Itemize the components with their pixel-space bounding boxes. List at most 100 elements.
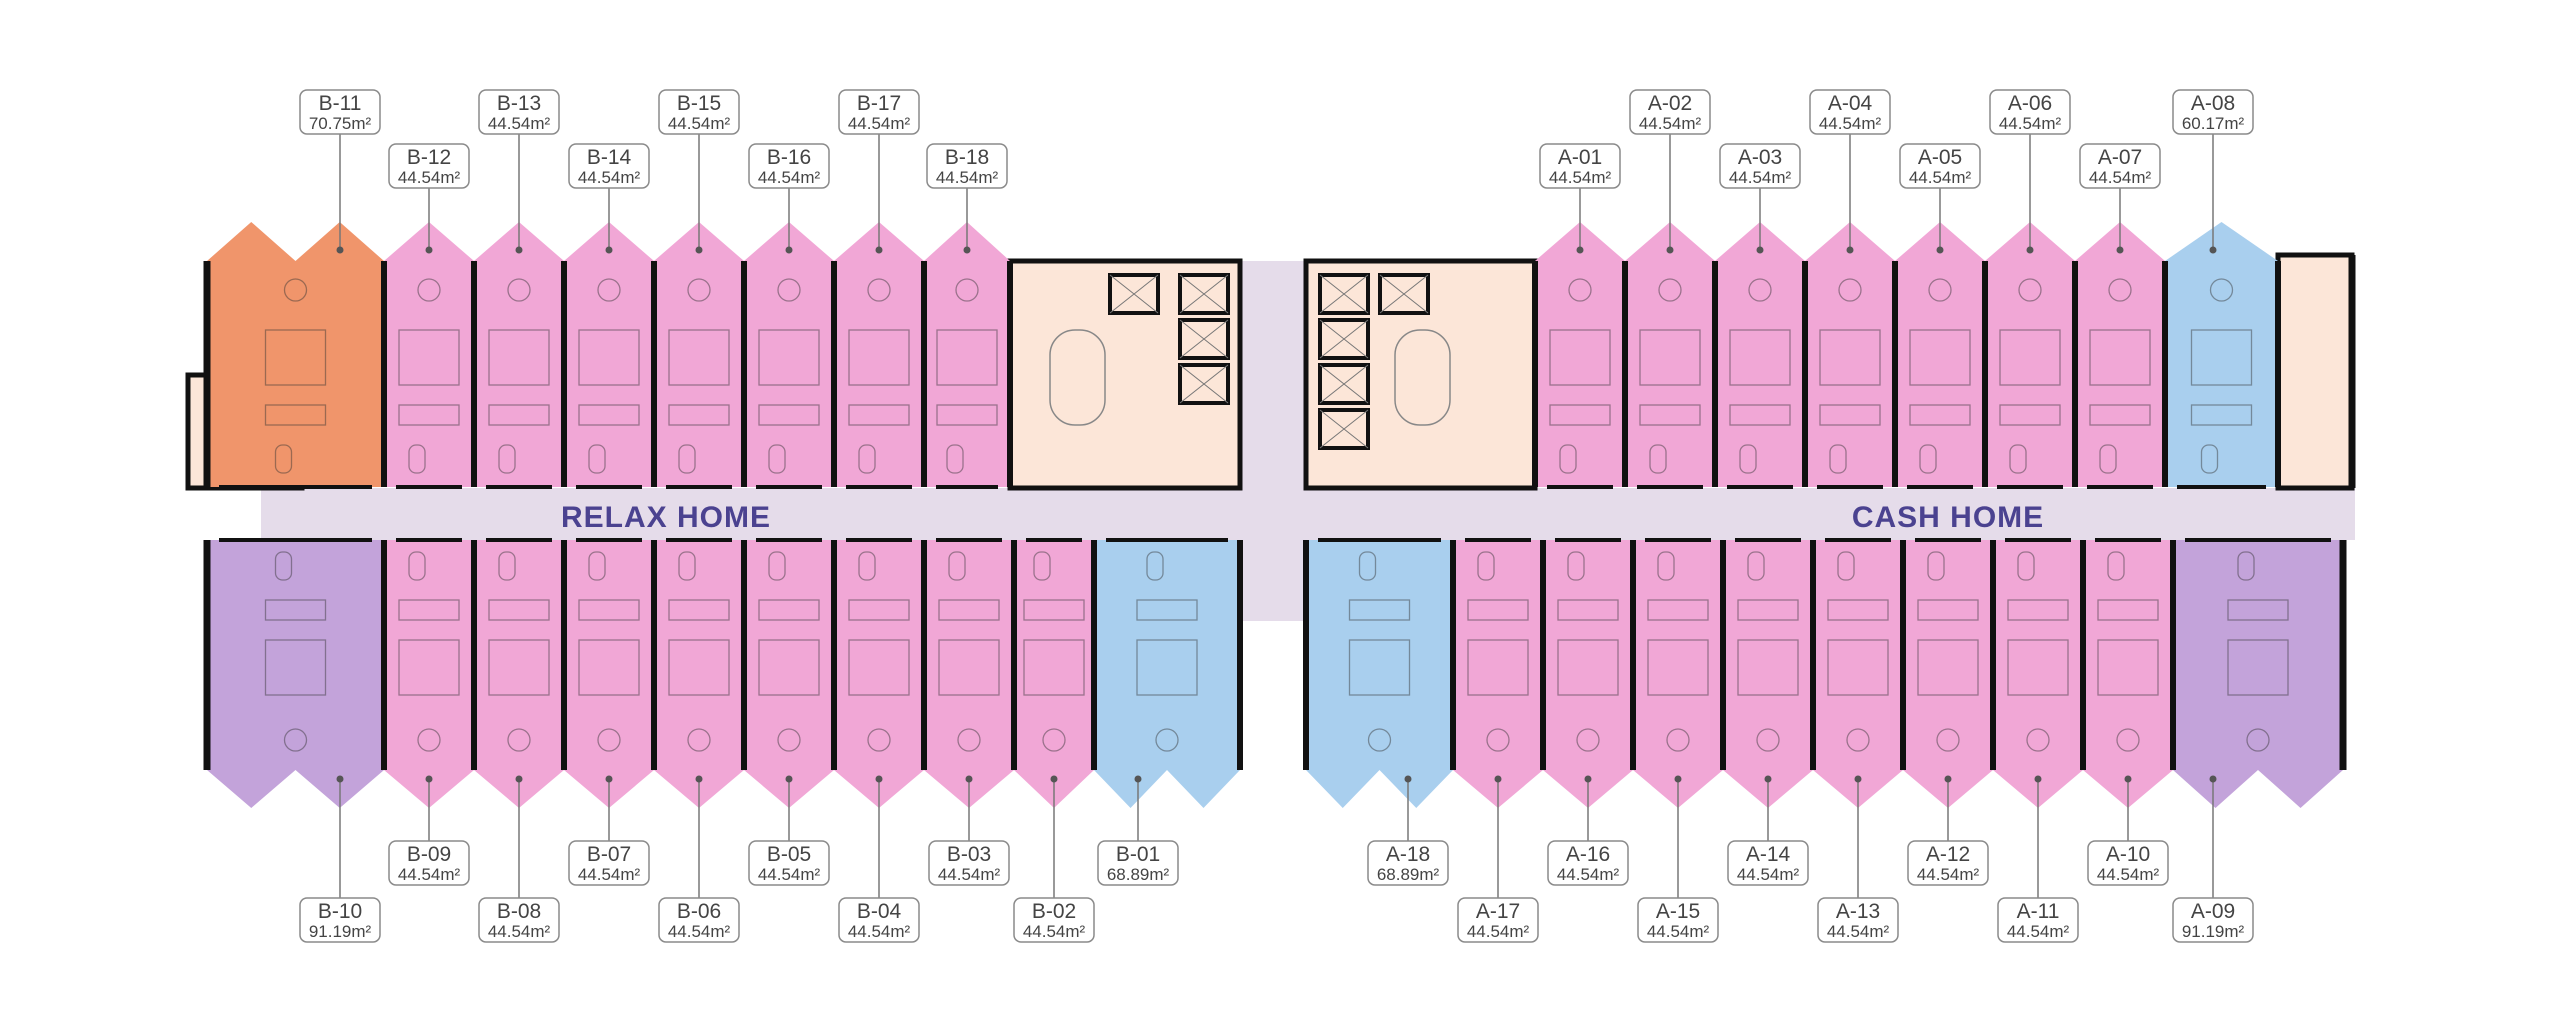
unit-area-text: 44.54m²	[488, 922, 551, 941]
unit-a-08[interactable]	[2165, 222, 2278, 487]
unit-b-09[interactable]	[384, 540, 474, 808]
leader-dot	[1764, 775, 1772, 783]
unit-a-02[interactable]	[1625, 222, 1715, 487]
unit-a-05[interactable]	[1895, 222, 1985, 487]
unit-area	[1306, 540, 1453, 808]
unit-id: B-01	[1116, 843, 1160, 866]
unit-area	[474, 222, 564, 487]
unit-area-text: 44.54m²	[758, 168, 821, 187]
furniture	[578, 278, 640, 474]
units	[207, 222, 2343, 808]
unit-a-01[interactable]	[1535, 222, 1625, 487]
elevator-shaft	[1318, 363, 1370, 405]
unit-id: B-13	[497, 92, 541, 115]
unit-b-05[interactable]	[744, 540, 834, 808]
unit-labels: B-1170.75m²B-1244.54m²B-1344.54m²B-1444.…	[299, 89, 2254, 943]
unit-id: A-09	[2191, 900, 2235, 923]
unit-id: A-16	[1566, 843, 1610, 866]
unit-a-03[interactable]	[1715, 222, 1805, 487]
unit-b-02[interactable]	[1014, 540, 1094, 808]
unit-b-03[interactable]	[924, 540, 1014, 808]
unit-b-08[interactable]	[474, 540, 564, 808]
walls	[203, 255, 2356, 770]
leader-dot	[336, 775, 344, 783]
unit-a-14[interactable]	[1723, 540, 1813, 808]
unit-id: A-13	[1836, 900, 1880, 923]
unit-b-07[interactable]	[564, 540, 654, 808]
unit-a-15[interactable]	[1633, 540, 1723, 808]
unit-area-text: 44.54m²	[1557, 865, 1620, 884]
leader-dot	[2026, 246, 2034, 254]
unit-a-12[interactable]	[1903, 540, 1993, 808]
unit-b-14[interactable]	[564, 222, 654, 487]
unit-area	[207, 222, 384, 487]
unit-id: A-05	[1918, 146, 1962, 169]
unit-b-01[interactable]	[1094, 540, 1240, 808]
unit-a-16[interactable]	[1543, 540, 1633, 808]
unit-area-text: 44.54m²	[848, 114, 911, 133]
unit-b-17[interactable]	[834, 222, 924, 487]
unit-b-10[interactable]	[207, 540, 384, 808]
unit-b-11[interactable]	[207, 222, 384, 487]
unit-id: B-16	[767, 146, 811, 169]
unit-b-13[interactable]	[474, 222, 564, 487]
unit-a-11[interactable]	[1993, 540, 2083, 808]
unit-b-06[interactable]	[654, 540, 744, 808]
unit-b-18[interactable]	[924, 222, 1010, 487]
furniture	[1348, 551, 1411, 752]
unit-b-12[interactable]	[384, 222, 474, 487]
unit-a-18[interactable]	[1306, 540, 1453, 808]
unit-b-16[interactable]	[744, 222, 834, 487]
unit-b-04[interactable]	[834, 540, 924, 808]
unit-a-04[interactable]	[1805, 222, 1895, 487]
unit-a-09[interactable]	[2173, 540, 2343, 808]
unit-a-13[interactable]	[1813, 540, 1903, 808]
unit-area	[1895, 222, 1985, 487]
unit-a-06[interactable]	[1985, 222, 2075, 487]
core-left	[1007, 258, 1243, 491]
unit-a-17[interactable]	[1453, 540, 1543, 808]
unit-id: B-06	[677, 900, 721, 923]
unit-b-15[interactable]	[654, 222, 744, 487]
unit-area-text: 44.54m²	[1729, 168, 1792, 187]
unit-a-07[interactable]	[2075, 222, 2165, 487]
unit-area	[834, 222, 924, 487]
unit-a-10[interactable]	[2083, 540, 2173, 808]
